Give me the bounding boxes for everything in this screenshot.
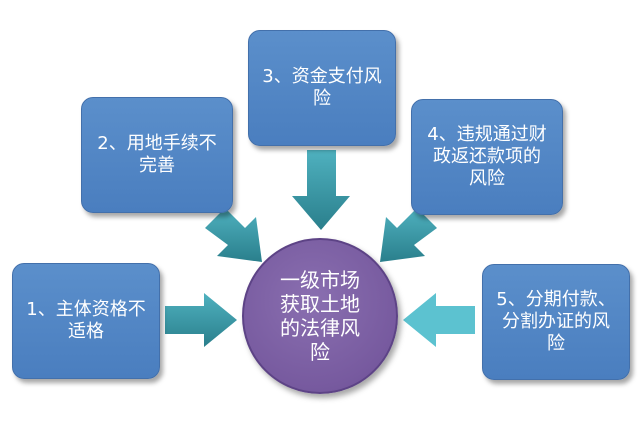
center-line-4: 险 bbox=[310, 340, 330, 364]
risk-box-5-line-2: 分割办证的风 bbox=[501, 311, 610, 332]
risk-box-1-text: 1、主体资格不 适格 bbox=[26, 299, 145, 343]
arrow-from-box-2 bbox=[205, 208, 262, 262]
risk-box-3-line-1: 3、资金支付风 bbox=[262, 66, 382, 87]
risk-box-5: 5、分期付款、 分割办证的风 险 bbox=[482, 264, 630, 380]
risk-box-2-line-2: 完善 bbox=[138, 155, 175, 176]
risk-box-5-text: 5、分期付款、 分割办证的风 险 bbox=[496, 289, 615, 355]
risk-box-4-line-3: 风险 bbox=[468, 168, 505, 189]
risk-box-3: 3、资金支付风 险 bbox=[248, 30, 396, 146]
risk-box-4-line-2: 政返还款项的 bbox=[432, 146, 541, 167]
risk-box-1-line-2: 适格 bbox=[67, 321, 104, 342]
risk-box-2-line-1: 2、用地手续不 bbox=[97, 133, 217, 154]
center-topic-circle: 一级市场 获取土地 的法律风 险 bbox=[242, 238, 398, 394]
risk-box-3-line-2: 险 bbox=[312, 88, 331, 109]
risk-box-5-line-3: 险 bbox=[546, 333, 565, 354]
risk-box-2-text: 2、用地手续不 完善 bbox=[97, 133, 216, 177]
arrow-from-box-4 bbox=[380, 208, 437, 262]
center-line-2: 获取土地 bbox=[280, 292, 360, 316]
risk-box-1-line-1: 1、主体资格不 bbox=[26, 299, 146, 320]
center-topic-text: 一级市场 获取土地 的法律风 险 bbox=[280, 268, 360, 364]
arrow-from-box-1 bbox=[165, 293, 237, 347]
risk-box-2: 2、用地手续不 完善 bbox=[81, 97, 233, 213]
risk-box-4: 4、违规通过财 政返还款项的 风险 bbox=[411, 99, 563, 215]
risk-box-1: 1、主体资格不 适格 bbox=[12, 263, 160, 379]
arrow-from-box-5 bbox=[403, 293, 475, 347]
risk-box-4-text: 4、违规通过财 政返还款项的 风险 bbox=[427, 124, 546, 190]
center-line-1: 一级市场 bbox=[280, 268, 360, 292]
risk-box-3-text: 3、资金支付风 险 bbox=[262, 66, 381, 110]
center-line-3: 的法律风 bbox=[280, 316, 360, 340]
risk-box-4-line-1: 4、违规通过财 bbox=[427, 124, 547, 145]
arrow-from-box-3 bbox=[292, 150, 350, 230]
risk-box-5-line-1: 5、分期付款、 bbox=[496, 289, 616, 310]
